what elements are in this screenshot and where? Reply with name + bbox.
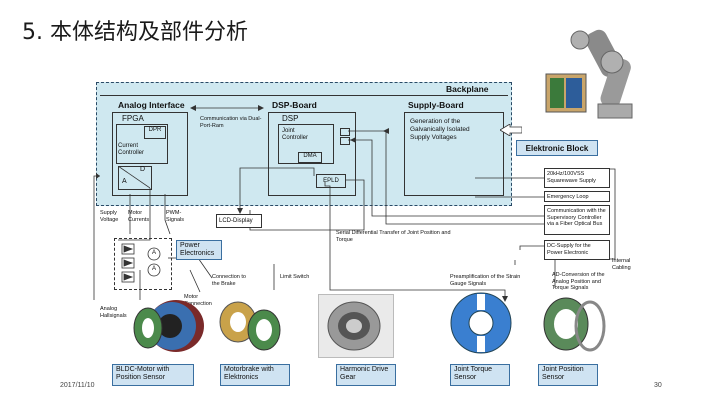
joint-position-sensor-image bbox=[543, 297, 606, 352]
comm-dpr-note: Communication via Dual-Port-Ram bbox=[200, 116, 262, 129]
current-controller-label: Current Controller bbox=[118, 143, 145, 157]
analog-hallsignals-label: Analog Hallsignals bbox=[100, 306, 127, 319]
joint-torque-sensor-image bbox=[450, 292, 512, 354]
supply-board-label: Supply-Board bbox=[408, 100, 464, 110]
fpga-label: FPGA bbox=[122, 114, 144, 123]
motor-connection-label: Motor Connection bbox=[184, 294, 212, 307]
analog-interface-label: Analog Interface bbox=[118, 100, 185, 110]
supply-voltage-label: Supply Voltage bbox=[100, 210, 119, 223]
component-label-motorbrake: Motorbrake with Elektronics bbox=[220, 364, 290, 386]
right-bracket bbox=[610, 168, 616, 260]
converter-diagonal bbox=[118, 166, 150, 188]
a-meter-1-label: A bbox=[152, 250, 157, 256]
component-label-position-sensor: Joint Position Sensor bbox=[538, 364, 598, 386]
dsp-board-box bbox=[268, 112, 356, 196]
dma-box: DMA bbox=[298, 152, 322, 163]
elektronic-block-label: Elektronic Block bbox=[516, 140, 598, 156]
a-meter-2-label: A bbox=[152, 266, 157, 272]
component-label-torque-sensor: Joint Torque Sensor bbox=[450, 364, 510, 386]
motorbrake-image bbox=[219, 301, 281, 351]
joint-controller-label: Joint Controller bbox=[282, 128, 309, 142]
supply-text: Generation of the Galvanically Isolated … bbox=[410, 118, 470, 141]
supply-20khz-box: 20kHz/100VSS Squarewave Supply bbox=[544, 168, 610, 188]
connection-brake-label: Connection to the Brake bbox=[212, 274, 246, 287]
backplane-divider bbox=[100, 95, 508, 96]
bldc-motor-image bbox=[133, 300, 204, 352]
limit-switch-label: Limit Switch bbox=[280, 274, 310, 280]
dsp-port-1 bbox=[340, 128, 350, 136]
slide-page-number: 30 bbox=[654, 382, 662, 389]
internal-cabling-label: Internal Cabling bbox=[612, 258, 631, 271]
dpr-box: DPR bbox=[144, 126, 166, 139]
backplane-region bbox=[96, 82, 512, 206]
dsp-port-2 bbox=[340, 137, 350, 145]
epld-box: EPLD bbox=[316, 174, 346, 188]
comm-arrow bbox=[190, 105, 264, 111]
dsp-label: DSP bbox=[282, 114, 299, 123]
power-electronics-schematic bbox=[121, 243, 161, 283]
backplane-label: Backplane bbox=[446, 84, 489, 94]
d-label: D bbox=[140, 166, 146, 173]
robot-arm-image bbox=[545, 29, 633, 119]
preamplification-label: Preamplification of the Strain Gauge Sig… bbox=[450, 274, 521, 287]
power-electronics-label: Power Electronics bbox=[176, 240, 222, 260]
fpga-box bbox=[116, 124, 168, 164]
ad-conversion-label: AD-Conversion of the Analog Position and… bbox=[552, 272, 605, 292]
a-label: A bbox=[122, 178, 127, 185]
component-label-bldc-motor: BLDC-Motor with Position Sensor bbox=[112, 364, 194, 386]
dsp-board-label: DSP-Board bbox=[272, 100, 317, 110]
slide-title: 5. 本体结构及部件分析 bbox=[22, 20, 248, 45]
serial-diff-label: Serial Differential Transfer of Joint Po… bbox=[336, 230, 451, 243]
pwm-signals-label: PWM-Signals bbox=[166, 210, 185, 223]
dc-supply-box: DC-Supply for the Power Electronic bbox=[544, 240, 610, 260]
component-label-harmonic-drive: Harmonic Drive Gear bbox=[336, 364, 396, 386]
comm-fiber-box: Communication with the Supervisory Contr… bbox=[544, 205, 610, 235]
slide-date: 2017/11/10 bbox=[60, 382, 95, 389]
elektronic-arrow bbox=[500, 124, 522, 136]
converter-box bbox=[118, 166, 152, 190]
lcd-display-box: LCD-Display bbox=[216, 214, 262, 228]
motor-currents-label: Motor Currents bbox=[128, 210, 150, 223]
supply-board-box bbox=[404, 112, 504, 196]
dsp-box bbox=[278, 124, 334, 164]
harmonic-drive-image bbox=[327, 301, 381, 351]
power-electronics-board bbox=[114, 238, 172, 290]
emergency-loop-box: Emergency Loop bbox=[544, 191, 610, 202]
